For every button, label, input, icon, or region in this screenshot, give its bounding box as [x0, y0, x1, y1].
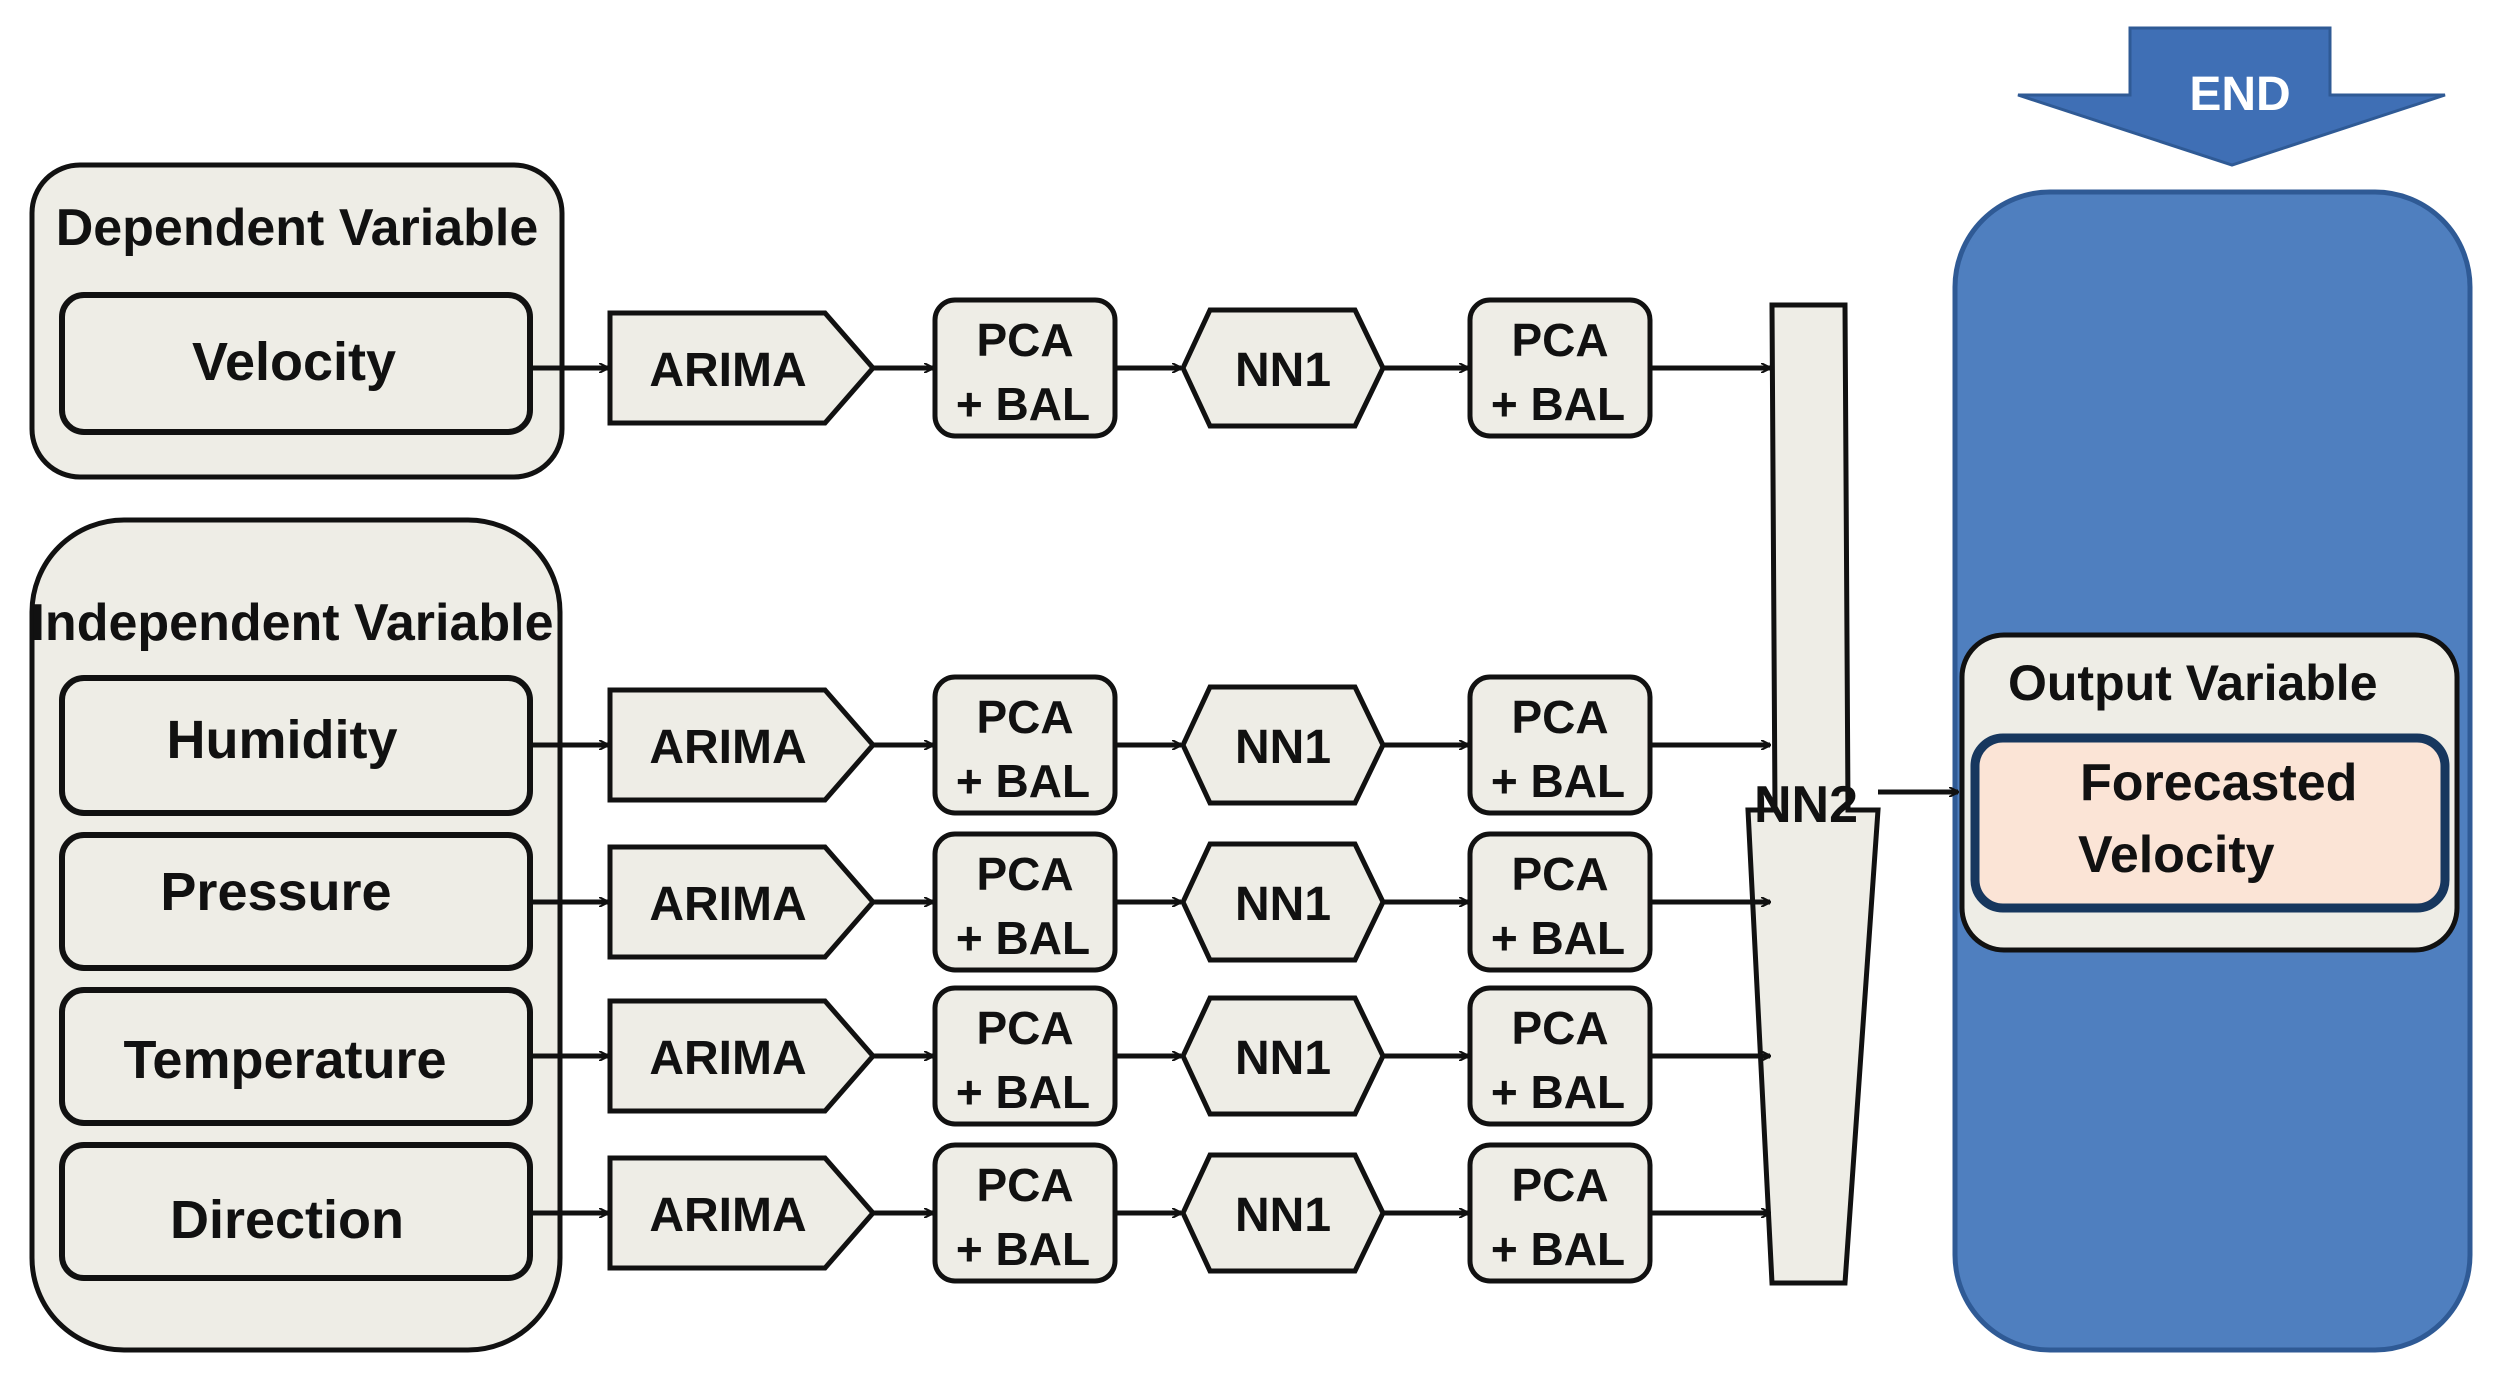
- output-variable-box: Output Variable Forecasted Velocity: [1959, 632, 2460, 953]
- arima-node-velocity: ARIMA: [607, 310, 877, 426]
- pipeline-row-temperature: ARIMA PCA + BAL NN1 PCA + BAL: [607, 985, 1653, 1127]
- bal-label-2-temperature: + BAL: [1491, 1066, 1625, 1118]
- arima-label-humidity: ARIMA: [649, 721, 806, 774]
- arima-label-direction: ARIMA: [649, 1189, 806, 1242]
- bal-label-1-humidity: + BAL: [956, 755, 1090, 807]
- arima-node-pressure: ARIMA: [607, 844, 877, 960]
- arima-node-humidity: ARIMA: [607, 687, 877, 803]
- forecast-line-1: Forecasted: [2080, 754, 2357, 812]
- nn1-node-pressure: NN1: [1180, 841, 1386, 963]
- pca-bal-node-1-direction: PCA + BAL: [932, 1142, 1118, 1284]
- pca-label-1-humidity: PCA: [976, 691, 1073, 743]
- forecast-line-2: Velocity: [2078, 826, 2275, 884]
- arima-node-direction: ARIMA: [607, 1155, 877, 1271]
- pca-label-2-direction: PCA: [1511, 1159, 1608, 1211]
- pca-bal-node-2-velocity: PCA + BAL: [1467, 297, 1653, 439]
- pipeline-row-velocity: ARIMA PCA + BAL NN1 PCA + BAL: [607, 297, 1653, 439]
- nn1-label-pressure: NN1: [1235, 878, 1331, 931]
- arima-node-temperature: ARIMA: [607, 998, 877, 1114]
- nn2-node: NN2: [1745, 302, 1881, 1286]
- variable-label-temperature: Temperature: [123, 1030, 446, 1090]
- bal-label-2-velocity: + BAL: [1491, 378, 1625, 430]
- bal-label-2-pressure: + BAL: [1491, 912, 1625, 964]
- bal-label-1-direction: + BAL: [956, 1223, 1090, 1275]
- pca-label-1-velocity: PCA: [976, 314, 1073, 366]
- pca-bal-node-1-humidity: PCA + BAL: [932, 674, 1118, 816]
- variable-box-velocity: Velocity: [59, 292, 533, 435]
- end-label: END: [2189, 68, 2290, 121]
- end-arrow-shape: [2017, 26, 2446, 167]
- nn1-label-humidity: NN1: [1235, 721, 1331, 774]
- variable-label-velocity: Velocity: [192, 332, 396, 392]
- variable-box-pressure: Pressure: [59, 832, 533, 971]
- pca-bal-node-2-temperature: PCA + BAL: [1467, 985, 1653, 1127]
- output-variable-title: Output Variable: [2008, 655, 2378, 711]
- independent-variable-group: Independent Variable Humidity Pressure T…: [29, 517, 563, 1353]
- nn1-label-direction: NN1: [1235, 1189, 1331, 1242]
- arima-label-pressure: ARIMA: [649, 878, 806, 931]
- variable-label-direction: Direction: [170, 1190, 404, 1250]
- end-arrow: END: [2017, 26, 2446, 167]
- bal-label-1-temperature: + BAL: [956, 1066, 1090, 1118]
- pca-bal-node-1-temperature: PCA + BAL: [932, 985, 1118, 1127]
- pca-bal-node-1-velocity: PCA + BAL: [932, 297, 1118, 439]
- pca-bal-node-2-pressure: PCA + BAL: [1467, 831, 1653, 973]
- nn2-label: NN2: [1754, 776, 1858, 834]
- pca-bal-node-1-pressure: PCA + BAL: [932, 831, 1118, 973]
- nn1-node-temperature: NN1: [1180, 995, 1386, 1117]
- nn1-node-direction: NN1: [1180, 1152, 1386, 1274]
- variable-box-direction: Direction: [59, 1142, 533, 1281]
- pca-label-1-pressure: PCA: [976, 848, 1073, 900]
- pipeline-row-pressure: ARIMA PCA + BAL NN1 PCA + BAL: [607, 831, 1653, 973]
- arima-label-temperature: ARIMA: [649, 1032, 806, 1085]
- variable-label-pressure: Pressure: [160, 862, 391, 922]
- bal-label-1-velocity: + BAL: [956, 378, 1090, 430]
- pca-label-1-direction: PCA: [976, 1159, 1073, 1211]
- pca-label-2-velocity: PCA: [1511, 314, 1608, 366]
- pca-label-1-temperature: PCA: [976, 1002, 1073, 1054]
- pca-label-2-temperature: PCA: [1511, 1002, 1608, 1054]
- nn1-label-velocity: NN1: [1235, 344, 1331, 397]
- pca-label-2-humidity: PCA: [1511, 691, 1608, 743]
- variable-box-humidity: Humidity: [59, 675, 533, 816]
- bal-label-2-direction: + BAL: [1491, 1223, 1625, 1275]
- independent-group-title: Independent Variable: [30, 594, 553, 652]
- nn1-node-humidity: NN1: [1180, 684, 1386, 806]
- arima-label-velocity: ARIMA: [649, 344, 806, 397]
- nn1-label-temperature: NN1: [1235, 1032, 1331, 1085]
- forecast-box: [1970, 733, 2450, 913]
- dependent-variable-group: Dependent Variable Velocity: [29, 162, 565, 480]
- nn1-node-velocity: NN1: [1180, 307, 1386, 429]
- pca-bal-node-2-humidity: PCA + BAL: [1467, 674, 1653, 816]
- variable-box-temperature: Temperature: [59, 987, 533, 1126]
- pca-label-2-pressure: PCA: [1511, 848, 1608, 900]
- pca-bal-node-2-direction: PCA + BAL: [1467, 1142, 1653, 1284]
- bal-label-2-humidity: + BAL: [1491, 755, 1625, 807]
- bal-label-1-pressure: + BAL: [956, 912, 1090, 964]
- dependent-group-title: Dependent Variable: [56, 199, 539, 257]
- variable-label-humidity: Humidity: [166, 710, 397, 770]
